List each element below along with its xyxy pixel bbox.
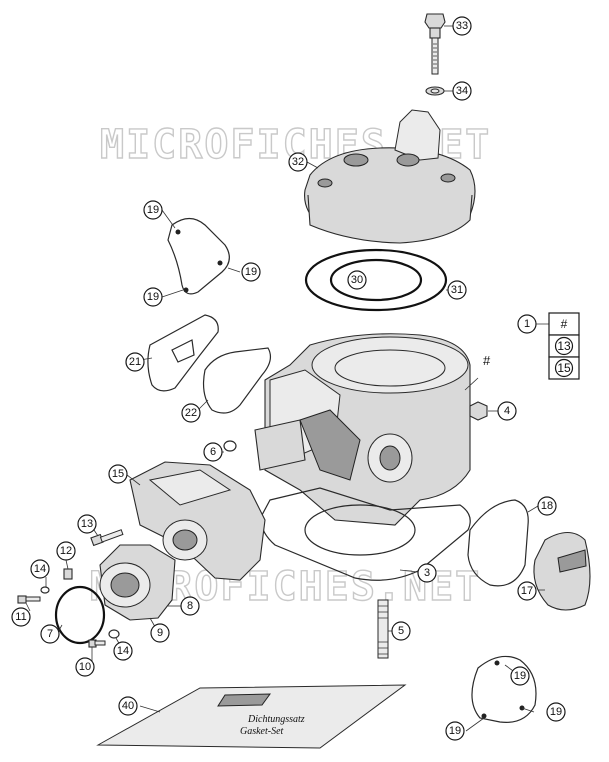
small-screw-11 <box>17 595 41 604</box>
svg-text:14: 14 <box>34 563 46 575</box>
callout-3: 3 <box>417 563 437 583</box>
housing-screw <box>90 529 124 547</box>
svg-text:17: 17 <box>521 585 533 597</box>
callout-19-br-left: 19 <box>445 721 465 741</box>
kit-legend-item: 1 <box>517 314 537 334</box>
side-cover <box>533 531 591 611</box>
svg-text:3: 3 <box>424 567 430 579</box>
cylinder-head <box>304 109 476 244</box>
svg-text:1: 1 <box>524 318 530 330</box>
svg-text:11: 11 <box>15 611 26 623</box>
callout-17: 17 <box>517 581 537 601</box>
callout-19-br-right: 19 <box>546 702 566 722</box>
callout-33: 33 <box>452 16 472 36</box>
svg-text:15: 15 <box>557 361 571 375</box>
svg-text:5: 5 <box>398 625 404 637</box>
svg-text:15: 15 <box>112 468 124 480</box>
svg-text:4: 4 <box>504 405 510 417</box>
svg-text:14: 14 <box>117 645 129 657</box>
small-o-ring <box>223 440 237 452</box>
callout-19-right: 19 <box>241 262 261 282</box>
callout-34: 34 <box>452 81 472 101</box>
svg-text:19: 19 <box>147 204 159 216</box>
callout-12: 12 <box>56 541 76 561</box>
valve-cover <box>99 544 176 621</box>
callout-14-right: 14 <box>113 641 133 661</box>
callout-5: 5 <box>391 621 411 641</box>
gasket-set-booklet: Dichtungssatz Gasket-Set <box>96 684 407 749</box>
small-screw-10 <box>88 639 106 648</box>
svg-text:19: 19 <box>514 670 526 682</box>
callout-6: 6 <box>203 442 223 462</box>
clip <box>63 568 73 580</box>
callout-4: 4 <box>497 401 517 421</box>
svg-text:32: 32 <box>292 156 304 168</box>
booklet-title-en: Gasket-Set <box>240 726 284 737</box>
large-o-ring <box>54 585 106 645</box>
svg-text:9: 9 <box>157 627 163 639</box>
svg-text:8: 8 <box>187 600 193 612</box>
washer-right <box>108 629 120 639</box>
exhaust-control-gasket-top <box>167 217 230 295</box>
svg-text:#: # <box>561 317 568 331</box>
svg-text:22: 22 <box>185 407 197 419</box>
side-cover-gasket <box>467 499 529 587</box>
callout-10: 10 <box>75 657 95 677</box>
svg-text:33: 33 <box>456 20 468 32</box>
washer-left <box>40 586 50 594</box>
o-ring-outer <box>304 248 448 312</box>
callout-11: 11 <box>11 607 31 627</box>
booklet-title-de: Dichtungssatz <box>247 714 305 725</box>
callout-21: 21 <box>125 352 145 372</box>
svg-text:19: 19 <box>449 725 461 737</box>
svg-text:19: 19 <box>147 291 159 303</box>
cylinder-head-bolt <box>424 13 446 75</box>
svg-text:7: 7 <box>47 628 53 640</box>
svg-text:13: 13 <box>557 339 571 353</box>
callout-13: 13 <box>77 514 97 534</box>
svg-text:19: 19 <box>245 266 257 278</box>
callout-9: 9 <box>150 623 170 643</box>
svg-text:13: 13 <box>81 518 93 530</box>
exhaust-flange-gasket <box>147 314 219 392</box>
svg-text:34: 34 <box>456 85 468 97</box>
callout-22: 22 <box>181 403 201 423</box>
cylinder-nut <box>469 401 488 421</box>
callout-7: 7 <box>40 624 60 644</box>
stud <box>377 599 389 659</box>
kit-legend: 1 # 13 15 <box>517 312 580 380</box>
callout-19-bottom: 19 <box>143 287 163 307</box>
o-ring-inner <box>329 258 423 302</box>
svg-text:12: 12 <box>60 545 72 557</box>
callout-8: 8 <box>180 596 200 616</box>
svg-text:40: 40 <box>122 700 134 712</box>
callout-31: 31 <box>447 280 467 300</box>
callout-30: 30 <box>347 270 367 290</box>
svg-text:21: 21 <box>129 356 141 368</box>
svg-text:18: 18 <box>541 500 553 512</box>
svg-text:30: 30 <box>351 274 363 286</box>
callout-15: 15 <box>108 464 128 484</box>
callout-19-top: 19 <box>143 200 163 220</box>
cylinder <box>254 333 471 526</box>
callout-14-left: 14 <box>30 559 50 579</box>
svg-text:10: 10 <box>79 661 91 673</box>
callout-40: 40 <box>118 696 138 716</box>
svg-text:6: 6 <box>210 446 216 458</box>
callout-18: 18 <box>537 496 557 516</box>
exhaust-port-gasket <box>202 347 272 414</box>
exhaust-control-housing <box>129 461 266 581</box>
exhaust-control-gasket-bottom <box>471 655 537 723</box>
callout-19-br-top: 19 <box>510 666 530 686</box>
callout-32: 32 <box>288 152 308 172</box>
svg-text:19: 19 <box>550 706 562 718</box>
callout-hash: # <box>483 353 491 368</box>
svg-text:31: 31 <box>451 284 463 296</box>
